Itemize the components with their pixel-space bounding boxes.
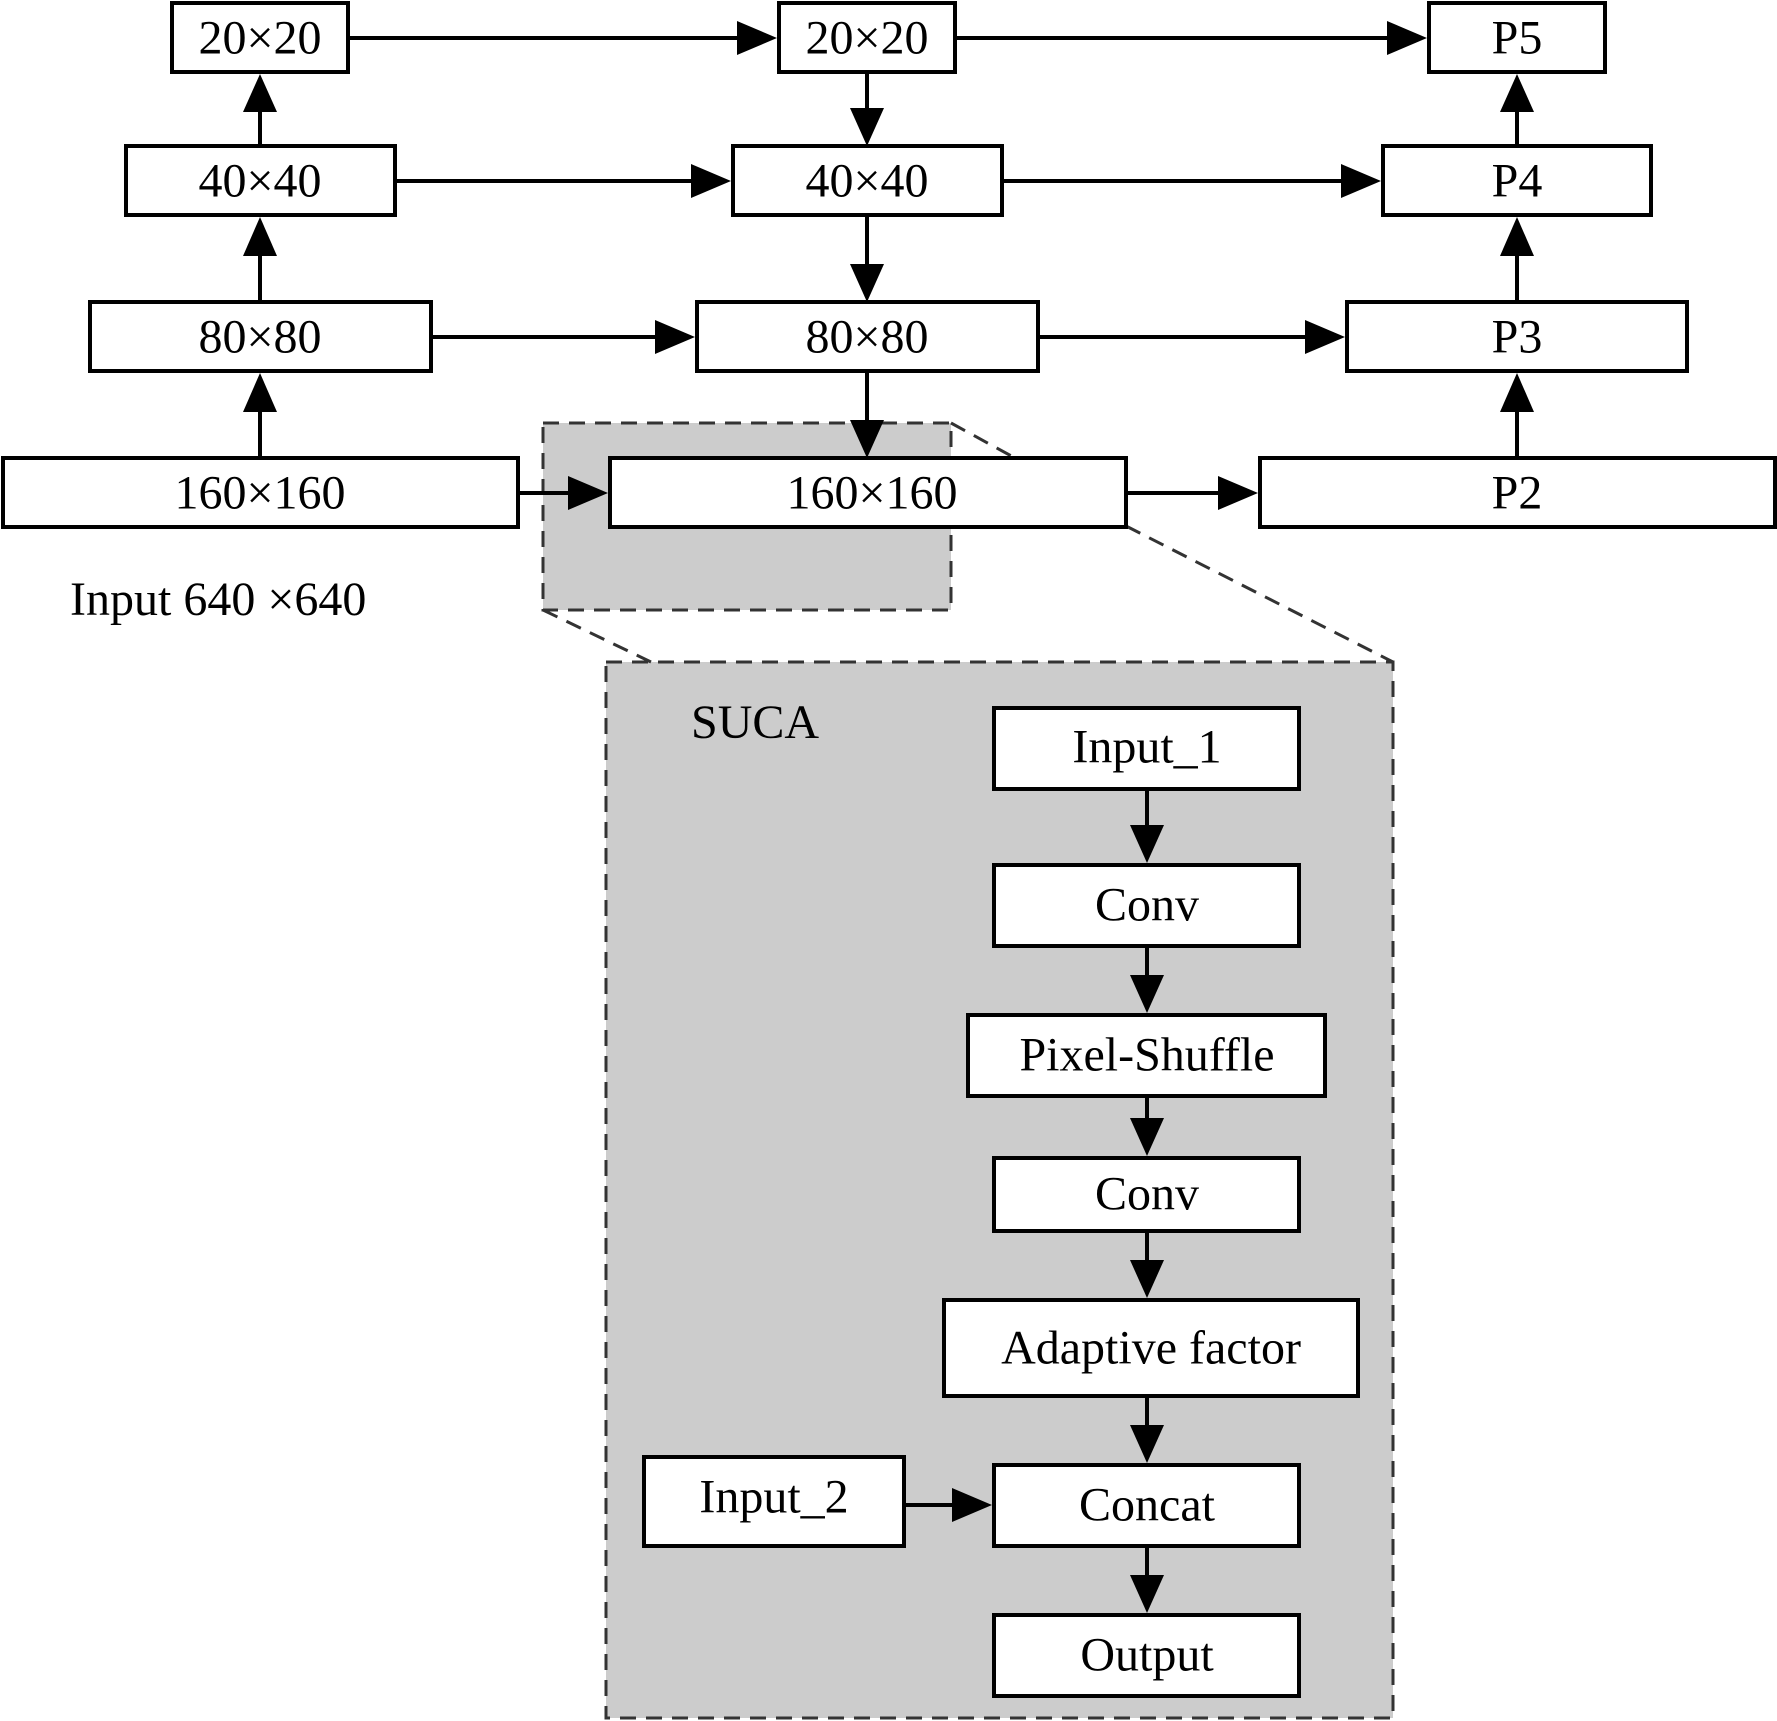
suca-input1-label: Input_1 bbox=[1072, 721, 1221, 774]
neck-80x80-label: 80×80 bbox=[805, 311, 928, 364]
backbone-80x80-label: 80×80 bbox=[198, 311, 321, 364]
backbone-160x160-label: 160×160 bbox=[174, 467, 345, 520]
suca-panel-border bbox=[604, 660, 1395, 1720]
output-p3-label: P3 bbox=[1492, 311, 1543, 364]
suca-input2-label: Input_2 bbox=[699, 1471, 848, 1524]
output-up-arrows bbox=[1500, 74, 1534, 458]
output-p4-label: P4 bbox=[1492, 155, 1543, 208]
suca-adaptive-factor: Adaptive factor bbox=[942, 1298, 1360, 1398]
neck-40x40: 40×40 bbox=[731, 144, 1004, 217]
output-p3: P3 bbox=[1345, 300, 1689, 373]
suca-conv1-label: Conv bbox=[1095, 879, 1199, 932]
horizontal-arrows bbox=[348, 21, 1427, 510]
backbone-20x20: 20×20 bbox=[170, 1, 350, 74]
suca-output-label: Output bbox=[1080, 1629, 1214, 1682]
backbone-up-arrows bbox=[243, 74, 277, 458]
suca-pixel-shuffle-label: Pixel-Shuffle bbox=[1019, 1029, 1274, 1082]
suca-conv2: Conv bbox=[992, 1156, 1301, 1233]
suca-input1: Input_1 bbox=[992, 706, 1301, 791]
output-p4: P4 bbox=[1381, 144, 1653, 217]
backbone-160x160: 160×160 bbox=[1, 456, 520, 529]
suca-output: Output bbox=[992, 1613, 1301, 1698]
output-p5-label: P5 bbox=[1492, 12, 1543, 65]
zoom-line-left bbox=[542, 608, 652, 664]
output-p2-label: P2 bbox=[1492, 467, 1543, 520]
neck-40x40-label: 40×40 bbox=[805, 155, 928, 208]
suca-pixel-shuffle: Pixel-Shuffle bbox=[966, 1013, 1327, 1098]
neck-160x160: 160×160 bbox=[608, 456, 1128, 529]
backbone-80x80: 80×80 bbox=[88, 300, 433, 373]
backbone-40x40: 40×40 bbox=[124, 144, 397, 217]
suca-conv2-label: Conv bbox=[1095, 1168, 1199, 1221]
suca-concat-label: Concat bbox=[1079, 1479, 1216, 1532]
neck-80x80: 80×80 bbox=[695, 300, 1040, 373]
backbone-40x40-label: 40×40 bbox=[198, 155, 321, 208]
suca-arrows bbox=[904, 789, 1164, 1613]
neck-20x20: 20×20 bbox=[777, 1, 957, 74]
zoom-line-right bbox=[1125, 524, 1394, 664]
suca-concat: Concat bbox=[992, 1463, 1301, 1548]
input-caption: Input 640 ×640 bbox=[70, 573, 366, 626]
suca-title: SUCA bbox=[691, 696, 819, 749]
suca-adaptive-factor-label: Adaptive factor bbox=[1001, 1322, 1301, 1375]
suca-input2: Input_2 bbox=[642, 1455, 906, 1548]
suca-conv1: Conv bbox=[992, 863, 1301, 948]
zoom-line-top-right bbox=[950, 421, 1016, 460]
output-p2: P2 bbox=[1258, 456, 1777, 529]
backbone-20x20-label: 20×20 bbox=[198, 12, 321, 65]
neck-down-arrows bbox=[850, 72, 884, 458]
neck-20x20-label: 20×20 bbox=[805, 12, 928, 65]
output-p5: P5 bbox=[1427, 1, 1607, 74]
neck-160x160-label: 160×160 bbox=[786, 467, 957, 520]
